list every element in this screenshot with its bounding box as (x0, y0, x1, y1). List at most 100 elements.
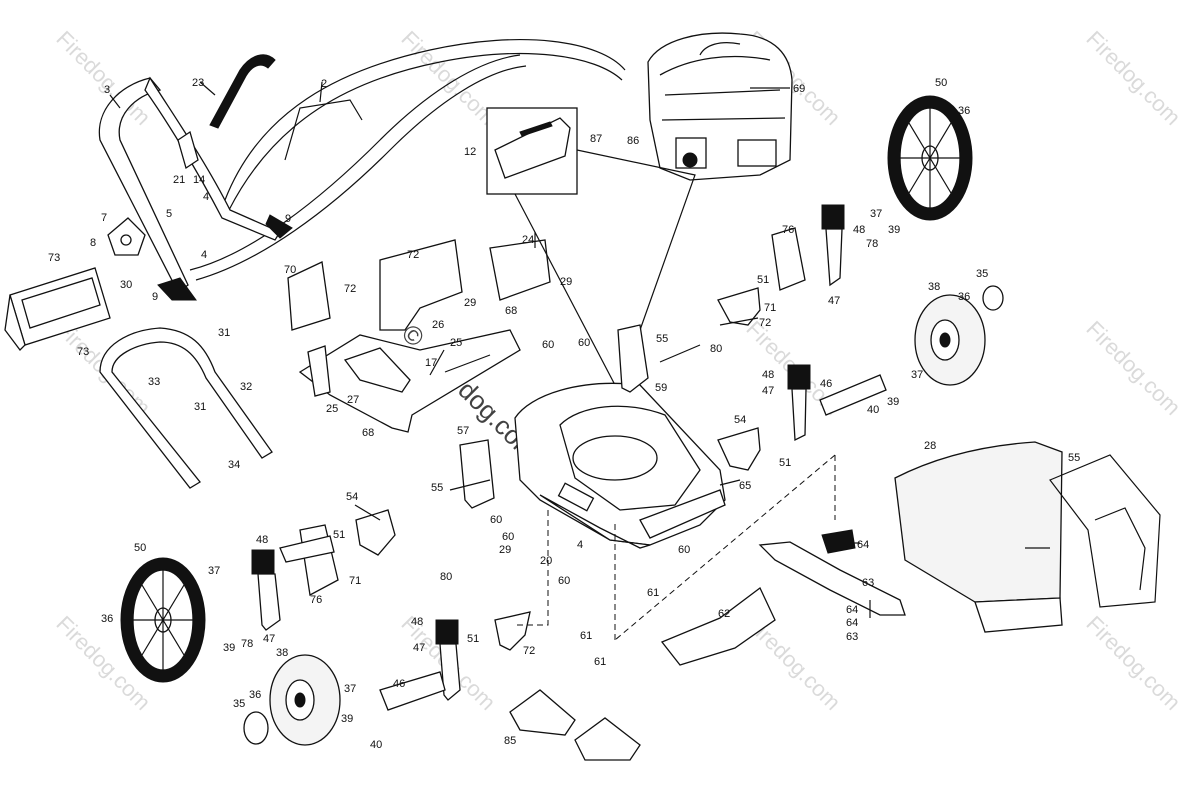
part-label-80: 80 (710, 343, 722, 355)
part-label-37b: 37 (911, 369, 923, 381)
axle (379, 671, 446, 711)
part-label-55: 61 (647, 587, 659, 599)
control-box (4, 267, 111, 351)
hubcap (982, 285, 1004, 311)
part-label-33: 33 (148, 376, 160, 388)
part-label-45d: 51 (467, 633, 479, 645)
part-label-30: 30 (120, 279, 132, 291)
part-label-37d: 37 (344, 683, 356, 695)
part-label-34: 34 (228, 459, 240, 471)
watermark-text: Firedog.com (1081, 611, 1180, 715)
wheel-arm-front-left (251, 549, 281, 631)
small-wheel-rear (269, 654, 341, 746)
handle-knob (157, 277, 197, 301)
part-label-48: 55 (1068, 452, 1080, 464)
part-label-42: 47 (828, 295, 840, 307)
small-wheel-front (914, 294, 986, 386)
height-sector (494, 611, 531, 651)
part-label-20: 21 (173, 174, 185, 186)
part-label-4: 4 (203, 191, 209, 203)
height-sector (717, 427, 761, 471)
part-label-27: 28 (924, 440, 936, 452)
large-wheel-front (120, 557, 206, 683)
grass-bag-frame (1049, 454, 1161, 608)
mower-deck (514, 382, 726, 549)
leader-lines (109, 81, 1050, 618)
part-label-70: 71 (764, 302, 776, 314)
cable-clip (177, 130, 199, 170)
part-label-25: 25 (326, 403, 338, 415)
part-label-4b: 4 (201, 249, 207, 261)
part-label-36d: 36 (249, 689, 261, 701)
part-label-7: 7 (101, 212, 107, 224)
bail-wire (284, 99, 363, 161)
part-label-62: 63 (862, 577, 874, 589)
part-label-45: 51 (757, 274, 769, 286)
part-label-80b: 80 (440, 571, 452, 583)
part-label-16: 17 (425, 357, 437, 369)
leader-line (514, 193, 616, 386)
part-label-41: 46 (820, 378, 832, 390)
part-label-14: 14 (193, 174, 205, 186)
part-label-55c: 61 (594, 656, 606, 668)
pivot-bracket (307, 345, 331, 397)
assembly-lines (515, 454, 836, 641)
part-label-46b: 54 (346, 491, 358, 503)
wheel-arm-rear-right (787, 364, 811, 442)
part-label-42b: 47 (762, 385, 774, 397)
part-label-47: 55 (656, 333, 668, 345)
side-deflector (343, 347, 411, 393)
baffle (660, 587, 776, 666)
part-label-36b: 36 (958, 291, 970, 303)
part-label-43d: 48 (411, 616, 423, 628)
part-label-69: 70 (284, 264, 296, 276)
engine-shroud (509, 689, 576, 736)
part-label-42d: 47 (413, 642, 425, 654)
part-label-65: 69 (793, 83, 805, 95)
part-label-87: 87 (590, 133, 602, 145)
part-label-38: 38 (928, 281, 940, 293)
part-label-40: 40 (867, 404, 879, 416)
part-label-51: 59 (655, 382, 667, 394)
hubcap (243, 711, 269, 745)
part-label-28: 29 (560, 276, 572, 288)
throttle-bracket-box (486, 107, 578, 195)
part-label-52d: 60 (502, 531, 514, 543)
part-label-23: 24 (522, 234, 534, 246)
part-label-76: 76 (782, 224, 794, 236)
part-label-78: 78 (866, 238, 878, 250)
part-label-35: 35 (976, 268, 988, 280)
part-label-52b: 60 (578, 337, 590, 349)
part-label-35b: 35 (233, 698, 245, 710)
part-label-73: 73 (48, 252, 60, 264)
part-label-38b: 38 (276, 647, 288, 659)
part-label-31b: 31 (194, 401, 206, 413)
engine-shroud (574, 717, 641, 761)
engine (647, 32, 793, 181)
part-label-63: 64 (857, 539, 869, 551)
part-label-52c: 60 (490, 514, 502, 526)
axle (279, 535, 335, 563)
height-sector (717, 287, 761, 326)
part-label-42c: 47 (263, 633, 275, 645)
part-label-37c: 37 (208, 565, 220, 577)
grass-bag (894, 441, 1063, 633)
part-label-85: 85 (504, 735, 516, 747)
part-label-71: 72 (759, 317, 771, 329)
part-label-47b: 55 (431, 482, 443, 494)
part-label-59: 63 (846, 631, 858, 643)
part-label-24: 25 (450, 337, 462, 349)
rear-height-bracket (617, 324, 649, 393)
part-label-36c: 36 (101, 613, 113, 625)
wheel-arm-front-right (821, 204, 845, 287)
part-label-43c: 48 (256, 534, 268, 546)
part-label-52e: 60 (678, 544, 690, 556)
part-label-52: 60 (542, 339, 554, 351)
part-label-28c: 29 (499, 544, 511, 556)
height-bracket (379, 239, 463, 331)
part-label-9: 9 (285, 213, 291, 225)
watermark-text: Firedog.com (1081, 316, 1180, 420)
blade (758, 541, 906, 616)
mount-bracket (489, 239, 551, 301)
lower-handle (99, 327, 273, 489)
